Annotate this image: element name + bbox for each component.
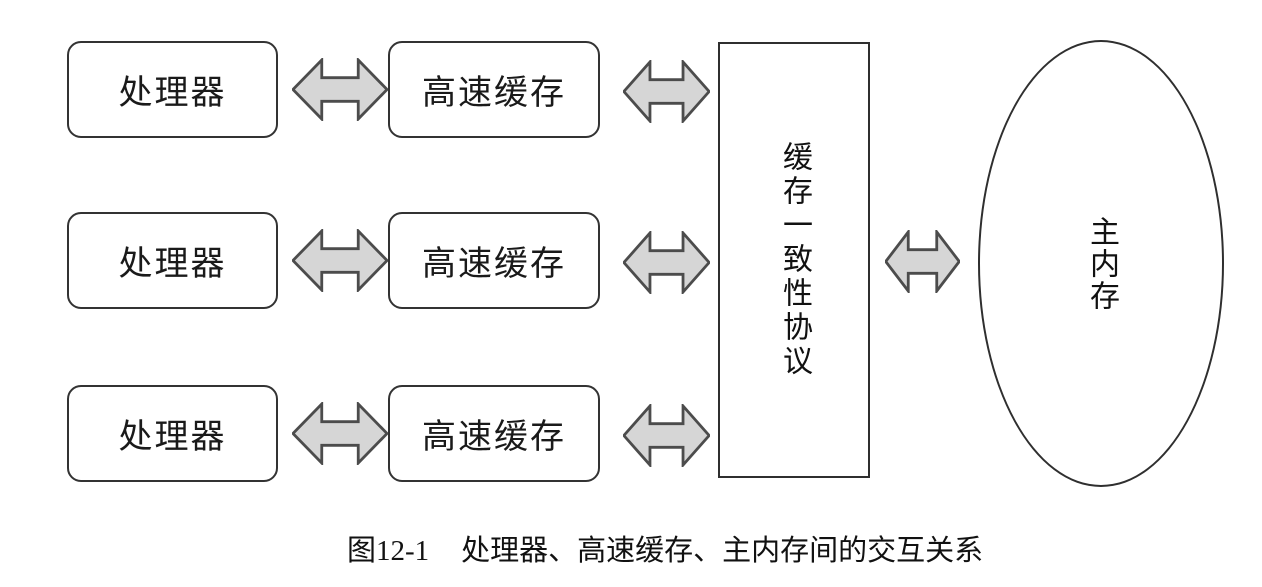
processor-label: 处理器: [118, 75, 227, 112]
processor-box: 处理器: [67, 385, 278, 482]
double-arrow-icon: [292, 229, 388, 292]
cache-box: 高速缓存: [388, 385, 600, 482]
cache-box: 高速缓存: [388, 212, 600, 309]
cache-label: 高速缓存: [422, 246, 566, 283]
diagram-row: 处理器 高速缓存: [0, 212, 1262, 309]
figure-caption-label: 图12-1: [347, 535, 430, 567]
processor-label: 处理器: [118, 419, 227, 456]
double-arrow-icon: [623, 231, 710, 294]
figure-caption-title: 处理器、高速缓存、主内存间的交互关系: [461, 535, 984, 567]
diagram-row: 处理器 高速缓存: [0, 41, 1262, 138]
main-memory-ellipse: 主内存: [978, 40, 1224, 487]
cache-label: 高速缓存: [422, 75, 566, 112]
diagram-row: 处理器 高速缓存: [0, 385, 1262, 482]
coherence-protocol-label: 缓存一致性协议: [778, 141, 811, 379]
processor-label: 处理器: [118, 246, 227, 283]
coherence-protocol-box: 缓存一致性协议: [718, 42, 870, 478]
double-arrow-icon: [292, 58, 388, 121]
double-arrow-icon: [885, 230, 960, 293]
cache-box: 高速缓存: [388, 41, 600, 138]
double-arrow-icon: [623, 404, 710, 467]
double-arrow-icon: [292, 402, 388, 465]
cache-label: 高速缓存: [422, 419, 566, 456]
processor-box: 处理器: [67, 41, 278, 138]
main-memory-label: 主内存: [1085, 215, 1118, 312]
processor-box: 处理器: [67, 212, 278, 309]
double-arrow-icon: [623, 60, 710, 123]
figure-caption: 图12-1 处理器、高速缓存、主内存间的交互关系: [347, 527, 983, 569]
